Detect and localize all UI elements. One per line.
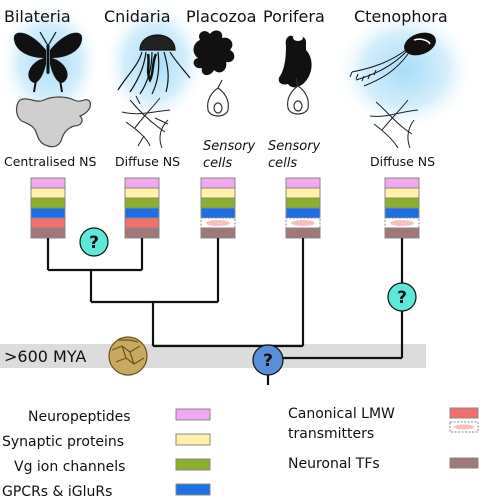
brain-icon bbox=[15, 96, 91, 148]
toolkit-stack-placozoa bbox=[200, 177, 236, 239]
ns-label-placozoa-line1: Sensory bbox=[203, 139, 256, 154]
legend: Neuropeptides Synaptic proteins Vg ion c… bbox=[2, 406, 479, 500]
question-mark: ? bbox=[397, 288, 407, 308]
nerve-net-icon bbox=[121, 95, 171, 149]
question-mark: ? bbox=[263, 351, 273, 371]
legend-label-canonical-lmw-line2: transmitters bbox=[288, 426, 374, 442]
ns-label-cnidaria: Diffuse NS bbox=[115, 154, 180, 169]
ctenophora-glow bbox=[335, 8, 475, 132]
nerve-net-icon bbox=[369, 99, 419, 149]
butterfly-icon bbox=[13, 31, 83, 93]
sensory-cell-icon bbox=[207, 79, 229, 117]
legend-swatch-synaptic-proteins bbox=[175, 433, 211, 446]
phylogenetic-tree bbox=[46, 238, 404, 385]
legend-swatch-gpcrs-iglurs bbox=[175, 483, 211, 496]
toolkit-stack-bilateria bbox=[30, 177, 66, 239]
clade-name-cnidaria: Cnidaria bbox=[104, 7, 171, 26]
cnidaria-glow bbox=[103, 0, 207, 124]
legend-label-vg-ion-channels: Vg ion channels bbox=[14, 459, 125, 475]
node-root: ? bbox=[252, 344, 284, 376]
node-ctenophora: ? bbox=[387, 282, 417, 312]
legend-label-canonical-lmw-line1: Canonical LMW bbox=[288, 406, 395, 422]
clade-name-placozoa: Placozoa bbox=[186, 7, 256, 26]
node-cnidaria-bilateria: ? bbox=[79, 227, 109, 257]
question-mark: ? bbox=[89, 233, 99, 253]
legend-label-gpcrs-iglurs: GPCRs & iGluRs bbox=[2, 484, 112, 500]
ns-label-placozoa-line2: cells bbox=[203, 156, 232, 171]
legend-swatch-neuropeptides bbox=[175, 408, 211, 421]
toolkit-stack-cnidaria bbox=[124, 177, 160, 239]
time-band-label: >600 MYA bbox=[4, 347, 86, 366]
ns-label-porifera-line1: Sensory bbox=[268, 139, 321, 154]
legend-label-synaptic-proteins: Synaptic proteins bbox=[2, 434, 124, 450]
toolkit-stack-ctenophora bbox=[384, 177, 420, 239]
clade-name-ctenophora: Ctenophora bbox=[354, 7, 448, 26]
legend-swatch-vg-ion-channels bbox=[175, 458, 211, 471]
sensory-cell-icon bbox=[287, 77, 309, 115]
legend-swatch-canonical-lmw bbox=[449, 407, 479, 419]
time-band bbox=[0, 344, 426, 368]
legend-swatch-neuronal-tfs bbox=[449, 457, 479, 469]
legend-label-neuronal-tfs: Neuronal TFs bbox=[288, 456, 380, 472]
legend-label-neuropeptides: Neuropeptides bbox=[28, 409, 131, 425]
clade-name-bilateria: Bilateria bbox=[4, 7, 71, 26]
legend-swatch-canonical-lmw-absent-fill bbox=[454, 424, 474, 430]
clade-name-porifera: Porifera bbox=[263, 7, 325, 26]
ns-label-porifera-line2: cells bbox=[268, 156, 297, 171]
ns-label-ctenophora: Diffuse NS bbox=[370, 154, 435, 169]
ns-label-bilateria: Centralised NS bbox=[4, 154, 96, 169]
jellyfish-icon bbox=[117, 34, 191, 95]
fossil-embryo-icon bbox=[108, 336, 148, 376]
sponge-icon bbox=[278, 35, 312, 88]
toolkit-stack-porifera bbox=[285, 177, 321, 239]
placozoan-icon bbox=[193, 30, 235, 76]
comb-jelly-icon bbox=[349, 32, 436, 87]
